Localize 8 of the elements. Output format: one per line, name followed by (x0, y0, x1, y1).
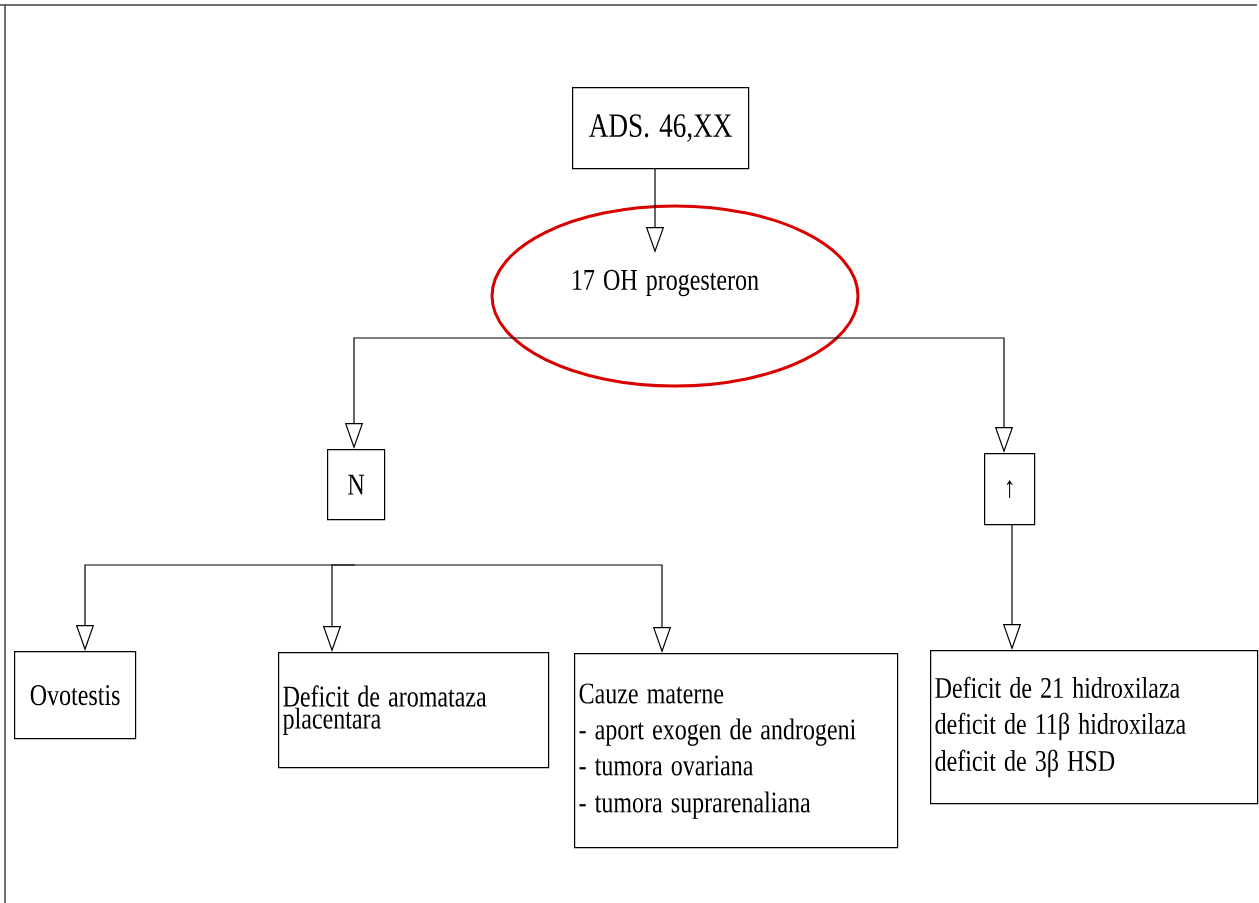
text-box: ↑ (984, 453, 1036, 526)
text-box: N (327, 449, 386, 521)
text-box: Ovotestis (14, 651, 137, 740)
circled-label: 17 OH progesteron (490, 204, 860, 388)
text-box: ADS. 46,XX (572, 87, 750, 170)
text-box: Deficit de 21 hidroxilaza deficit de 11β hidroxilaza deficit de 3β HSD (930, 650, 1259, 805)
text-box: Deficit de aromataza placentara (278, 652, 550, 769)
text-box: Cauze materne - aport exogen de androgeni - tumora ovariana - tumora suprarenaliana (574, 653, 899, 849)
